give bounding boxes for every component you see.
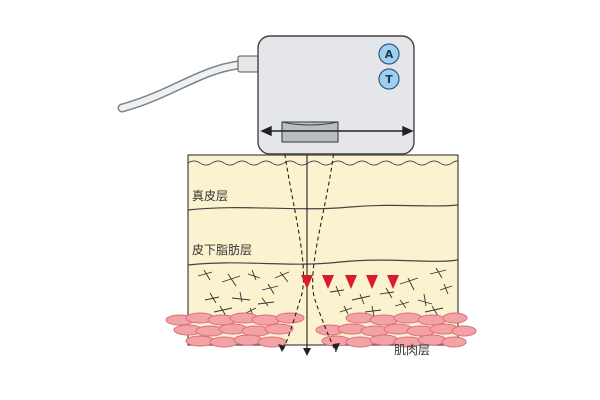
dermis-label: 真皮层 <box>192 189 228 203</box>
fascia-boundary <box>187 259 459 266</box>
beam-right-edge <box>312 139 337 353</box>
transducer-head <box>281 121 339 143</box>
movement-arrow-icon <box>260 125 414 137</box>
arrow-down-center-icon <box>303 348 311 356</box>
arrow-down-left-icon <box>278 344 285 352</box>
focal-point-marker <box>387 275 399 289</box>
muscle-layer <box>165 312 477 348</box>
skin-block <box>187 154 459 346</box>
focal-point-marker <box>366 275 378 289</box>
beam-arrowheads <box>278 343 340 356</box>
button-a-circle[interactable] <box>378 43 400 65</box>
subcutaneous-fat-label: 皮下脂肪层 <box>192 242 252 257</box>
epidermis-line <box>187 160 459 166</box>
dermis-boundary <box>187 204 459 211</box>
button-t-label: T <box>385 73 393 86</box>
muscle-label: 肌肉层 <box>394 343 430 357</box>
fascia-hatching <box>197 267 453 319</box>
button-t[interactable]: T <box>378 68 400 90</box>
device-cable <box>117 55 263 113</box>
beam-left-edge <box>281 139 305 353</box>
focal-point-marker <box>301 275 313 289</box>
button-a-label: A <box>385 48 394 61</box>
focal-point-marker <box>322 275 334 289</box>
focal-points <box>301 275 399 289</box>
focal-point-marker <box>345 275 357 289</box>
arrow-down-right-icon <box>333 343 340 352</box>
ultrasound-beam <box>281 139 337 353</box>
ultrasound-handpiece: A T <box>257 35 415 155</box>
cable-strain-relief <box>237 55 261 73</box>
button-t-circle[interactable] <box>378 68 400 90</box>
button-a[interactable]: A <box>378 43 400 65</box>
